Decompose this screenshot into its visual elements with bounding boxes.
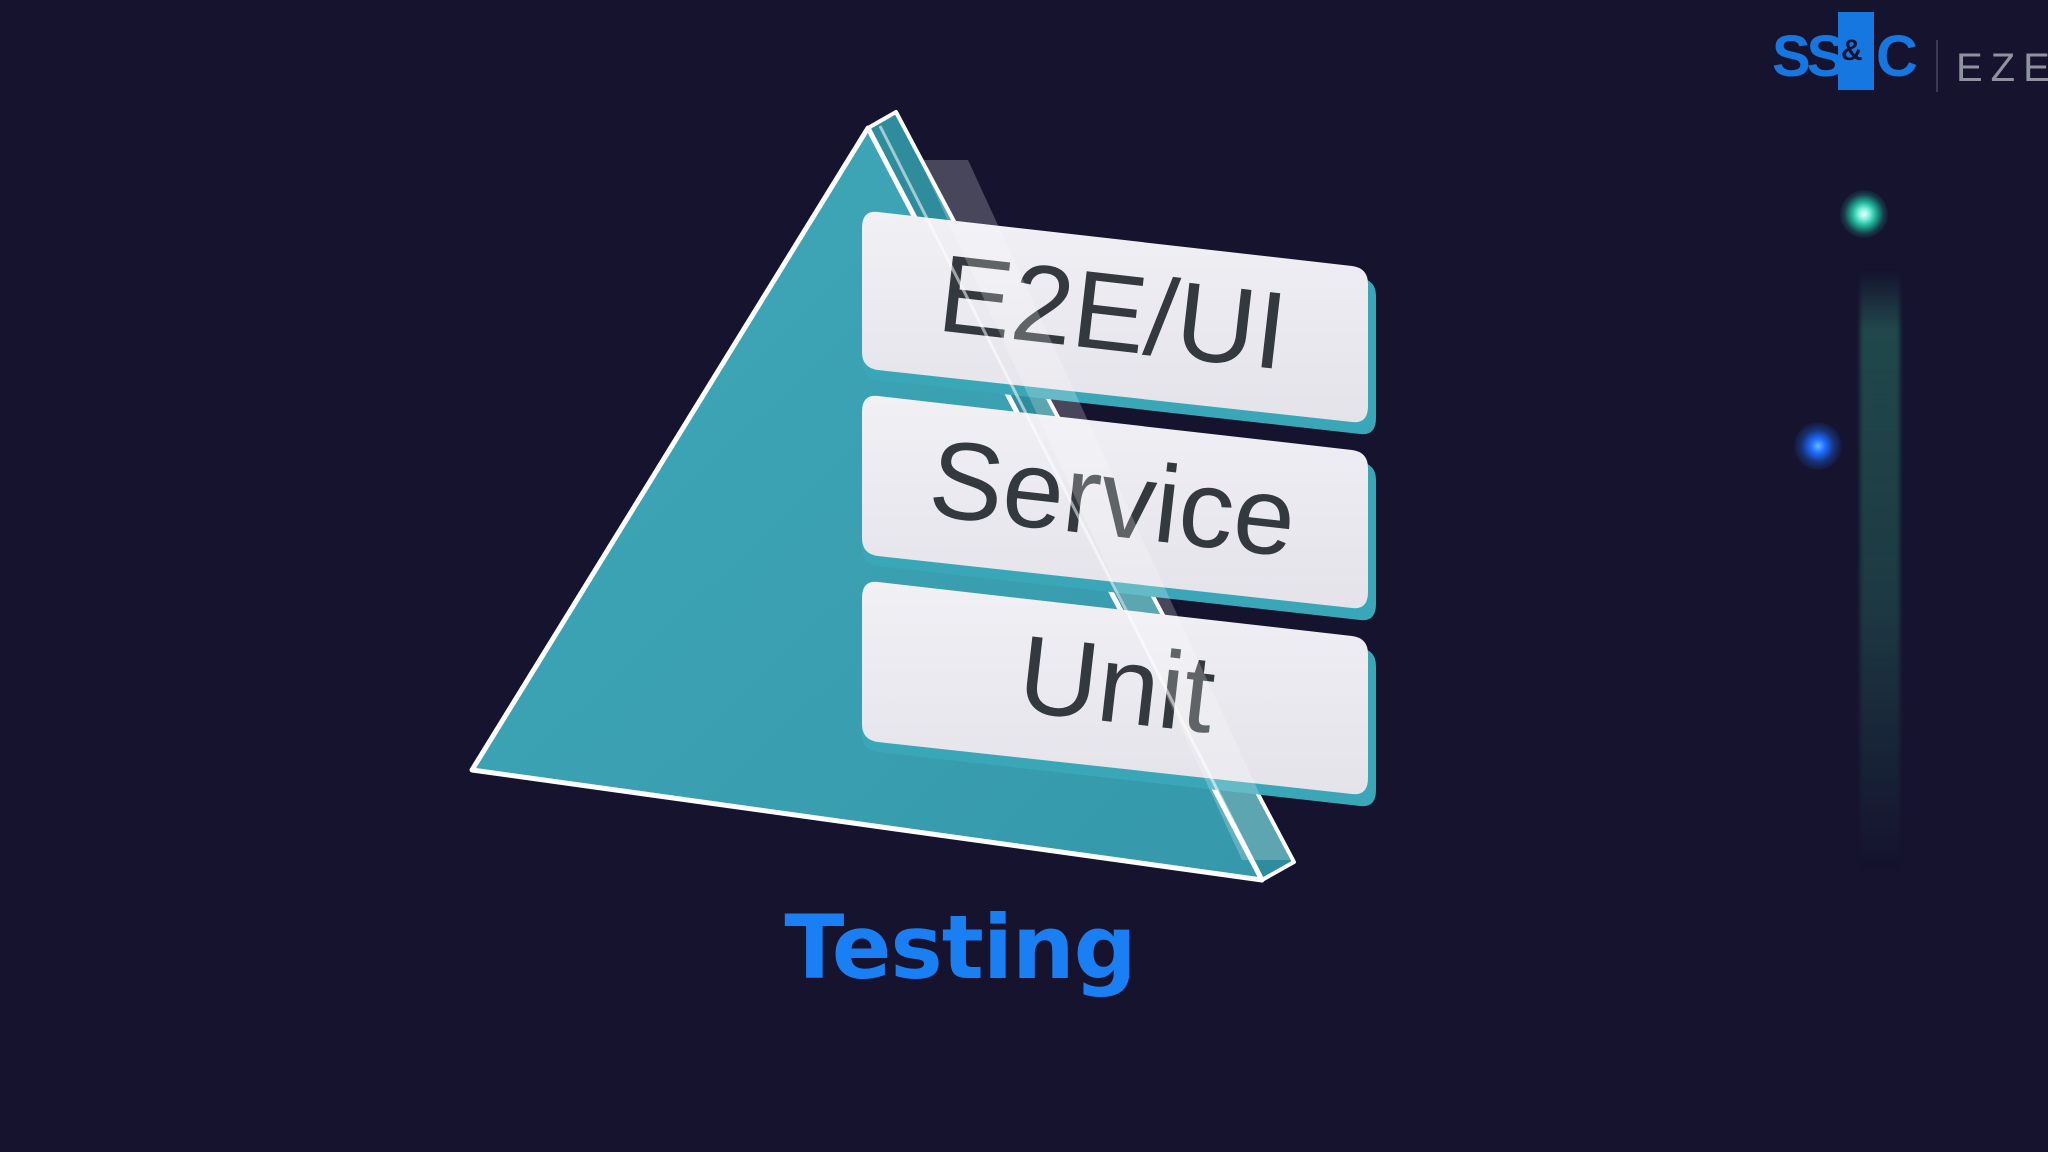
- layer-card: [862, 211, 1368, 423]
- teal-glow-dot-icon: [1840, 190, 1888, 238]
- logo-ampersand-text: &: [1841, 34, 1863, 67]
- logo-ampersand-box: &: [1838, 12, 1874, 90]
- ssc-logo-mark: SS & C: [1760, 12, 1930, 92]
- pyramid-layer-unit: Unit: [862, 581, 1376, 807]
- logo-eze-text: EZE: [1956, 46, 2048, 90]
- pyramid-layer-service: Service: [862, 395, 1376, 621]
- logo-ss-text: SS: [1772, 24, 1845, 89]
- testing-caption: Testing: [784, 896, 1136, 999]
- blue-glow-dot-icon: [1794, 422, 1842, 470]
- layer-card: [862, 581, 1368, 795]
- layer-card: [862, 395, 1368, 609]
- pyramid-edge-line: [878, 125, 1260, 871]
- pyramid-edge-overlay: [920, 160, 1290, 860]
- layer-label-unit: Unit: [1013, 612, 1221, 756]
- logo-c-text: C: [1876, 24, 1918, 89]
- decorative-light-bar: [1860, 270, 1900, 870]
- logo-divider: [1936, 40, 1938, 92]
- ssc-eze-logo: SS & C EZE: [1760, 12, 2048, 92]
- pyramid-layer-e2e-ui: E2E/UI: [862, 211, 1376, 435]
